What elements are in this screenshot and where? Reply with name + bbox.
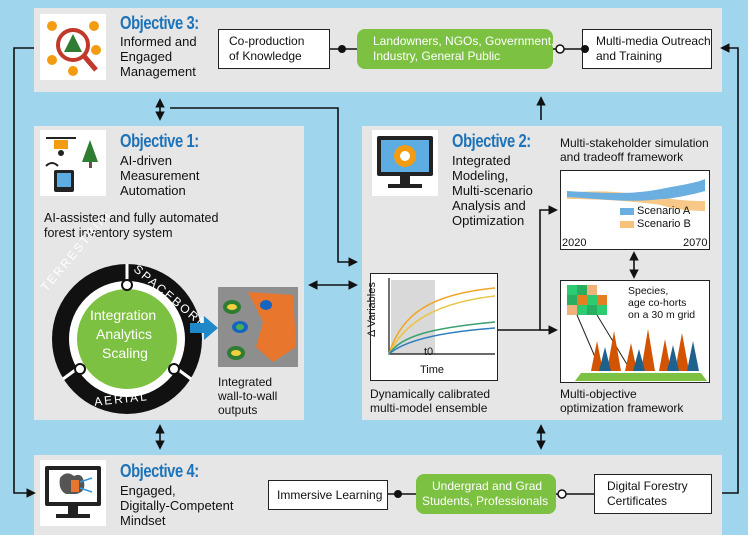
legend-scenario-b-swatch [620,221,634,228]
output-arrow [190,316,220,340]
legend-scenario-b-label: Scenario B [637,218,691,230]
immersive-learning-box: Immersive Learning [268,480,388,510]
drone-icon [40,130,106,196]
coproduction-box: Co-production of Knowledge [218,29,330,69]
objective2-desc-line-3: Multi-scenario [452,183,533,198]
output-line-1: Integrated [218,375,273,389]
objective3-title: Objective 3: [120,13,199,33]
optim-label-line-1: Multi-objective [560,387,637,401]
objective4-title: Objective 4: [120,461,199,481]
modeling-icon [372,130,438,196]
ensemble-curve-1 [388,287,496,355]
objective2-title: Objective 2: [452,131,531,151]
output-line-2: wall-to-wall [218,389,278,403]
grid-label-line-2: age co-horts [628,297,687,309]
certificates-box: Digital Forestry Certificates [594,474,712,514]
objective3-desc-line-2: Engaged [120,49,173,64]
objective3-desc-line-1: Informed and [120,34,197,49]
objective4-desc-line-2: Digitally-Competent [120,498,234,513]
outreach-line-1: Multi-media Outreach [596,34,711,48]
objective1-subtitle-line-2: forest inventory system [44,226,173,240]
ensemble-curve-4 [388,327,496,355]
objective4-desc-line-3: Mindset [120,513,166,528]
ensemble-t0-label: t0 [424,346,434,358]
output-line-3: outputs [218,403,258,417]
optimization-forest [560,280,710,383]
objective1-title: Objective 1: [120,131,199,151]
scenario-x-tick-start: 2020 [562,237,587,249]
center-line-2: Analytics [96,326,153,342]
ensemble-x-label: Time [420,364,445,376]
coproduction-line-2: of Knowledge [229,49,302,63]
stakeholders-line-2: Industry, General Public [373,49,501,63]
students-pill: Undergrad and Grad Students, Professiona… [416,474,556,514]
outreach-line-2: and Training [596,49,663,63]
scenario-x-tick-end: 2070 [683,237,708,249]
wall-to-wall-map [218,287,298,367]
sim-label-line-1: Multi-stakeholder simulation [560,136,709,150]
scenario-chart [560,170,710,250]
center-line-3: Scaling [102,345,148,361]
objective1-desc-line-3: Automation [120,183,186,198]
ensemble-label-line-2: multi-model ensemble [370,401,488,415]
objective4-desc-line-1: Engaged, [120,483,176,498]
ensemble-chart [370,273,498,381]
calibration-window [391,280,435,354]
students-line-2: Students, Professionals [422,494,549,508]
objective1-desc-line-2: Measurement [120,168,200,183]
ensemble-curve-3 [388,321,496,355]
optim-label-line-2: optimization framework [560,401,684,415]
objective1-subtitle-line-1: AI-assisted and fully automated [44,211,219,225]
objective2-desc-line-4: Analysis and [452,198,526,213]
certificates-line-2: Certificates [607,494,668,508]
objective2-desc-line-5: Optimization [452,213,525,228]
sensor-ring [30,255,220,415]
ensemble-curve-2 [388,295,496,355]
immersive-learning-label: Immersive Learning [277,488,383,502]
objective2-desc-line-1: Integrated [452,153,511,168]
grid-label-line-3: on a 30 m grid [628,309,696,321]
legend-scenario-a-label: Scenario A [637,205,691,217]
center-line-1: Integration [90,307,157,323]
grid-label-line-1: Species, [628,285,669,297]
ensemble-y-label: Δ Variables [366,282,378,337]
coproduction-line-1: Co-production [229,34,305,48]
students-line-1: Undergrad and Grad [432,479,543,493]
objective3-desc-line-3: Management [120,64,196,79]
stakeholders-pill: Landowners, NGOs, Government, Industry, … [357,29,555,69]
stakeholders-line-1: Landowners, NGOs, Government, [373,34,555,48]
legend-scenario-a-swatch [620,208,634,215]
objective1-desc-line-1: AI-driven [120,153,173,168]
scenario-a-band [567,179,705,201]
sim-label-line-2: and tradeoff framework [560,150,684,164]
outreach-box: Multi-media Outreach and Training [582,29,712,69]
ensemble-label-line-1: Dynamically calibrated [370,387,491,401]
management-icon [40,14,106,80]
learning-icon [40,460,106,526]
objective2-desc-line-2: Modeling, [452,168,509,183]
certificates-line-1: Digital Forestry [607,479,688,493]
